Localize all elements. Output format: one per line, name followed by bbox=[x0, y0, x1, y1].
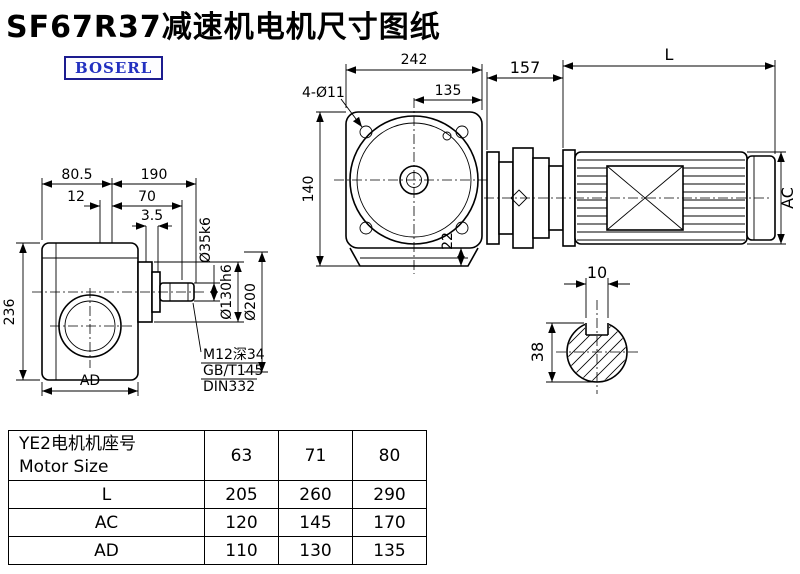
page-title: SF67R37减速机电机尺寸图纸 bbox=[6, 10, 441, 45]
row-label-L: L bbox=[8, 480, 205, 509]
cell-L-63: 205 bbox=[204, 480, 279, 509]
dim-22: 22 bbox=[440, 232, 456, 250]
cell-AD-80: 135 bbox=[352, 536, 427, 565]
table-header-row: YE2电机机座号 Motor Size 63 71 80 bbox=[8, 430, 427, 481]
size-col-80: 80 bbox=[352, 430, 427, 481]
side-view-motor: 157 L AC bbox=[484, 45, 797, 249]
note-gb-standard: GB/T145 bbox=[203, 363, 263, 379]
shaft-cross-section: 10 38 bbox=[528, 263, 640, 394]
brand-logo: BOSERL bbox=[64, 56, 164, 80]
dim-242: 242 bbox=[401, 52, 428, 68]
front-view-flange: 242 135 4-Ø11 140 22 bbox=[301, 52, 492, 274]
dim-80-5: 80.5 bbox=[61, 167, 92, 183]
dimension-table: YE2电机机座号 Motor Size 63 71 80 L 205 260 2… bbox=[8, 430, 427, 565]
label-shaft-dia: Ø35k6 bbox=[198, 217, 214, 263]
dim-AD: AD bbox=[80, 373, 100, 389]
dim-190: 190 bbox=[141, 167, 168, 183]
table-row-AC: AC 120 145 170 bbox=[8, 508, 427, 537]
row-label-AD: AD bbox=[8, 536, 205, 565]
cell-AC-63: 120 bbox=[204, 508, 279, 537]
dim-10: 10 bbox=[587, 263, 607, 282]
dim-135: 135 bbox=[435, 83, 462, 99]
cell-AD-71: 130 bbox=[278, 536, 353, 565]
dim-157: 157 bbox=[510, 58, 541, 77]
dim-3-5: 3.5 bbox=[141, 208, 163, 224]
label-bolt-holes: 4-Ø11 bbox=[302, 85, 345, 101]
cell-L-71: 260 bbox=[278, 480, 353, 509]
left-view-gearbox: 80.5 190 12 70 3.5 236 AD Ø35k6 bbox=[2, 167, 268, 396]
dim-140: 140 bbox=[301, 176, 317, 203]
table-row-L: L 205 260 290 bbox=[8, 480, 427, 509]
cell-AC-80: 170 bbox=[352, 508, 427, 537]
header-line-en: Motor Size bbox=[19, 456, 109, 477]
size-col-63: 63 bbox=[204, 430, 279, 481]
row-label-AC: AC bbox=[8, 508, 205, 537]
dim-L: L bbox=[665, 45, 674, 64]
motor-size-header-cell: YE2电机机座号 Motor Size bbox=[8, 430, 205, 481]
table-row-AD: AD 110 130 135 bbox=[8, 536, 427, 565]
dim-12: 12 bbox=[67, 189, 85, 205]
dimension-table-wrap: YE2电机机座号 Motor Size 63 71 80 L 205 260 2… bbox=[8, 430, 427, 565]
technical-drawing: 80.5 190 12 70 3.5 236 AD Ø35k6 bbox=[2, 45, 797, 396]
dim-38: 38 bbox=[528, 342, 547, 362]
cell-AC-71: 145 bbox=[278, 508, 353, 537]
note-thread: M12深34 bbox=[203, 347, 265, 363]
label-pilot-dia: Ø130h6 bbox=[219, 264, 235, 320]
note-din-standard: DIN332 bbox=[203, 379, 255, 395]
dim-AC: AC bbox=[778, 187, 797, 209]
cell-L-80: 290 bbox=[352, 480, 427, 509]
size-col-71: 71 bbox=[278, 430, 353, 481]
header-line-cn: YE2电机机座号 bbox=[19, 433, 136, 454]
dim-70: 70 bbox=[138, 189, 156, 205]
dim-236: 236 bbox=[2, 299, 18, 326]
label-flange-dia: Ø200 bbox=[243, 283, 259, 321]
cell-AD-63: 110 bbox=[204, 536, 279, 565]
